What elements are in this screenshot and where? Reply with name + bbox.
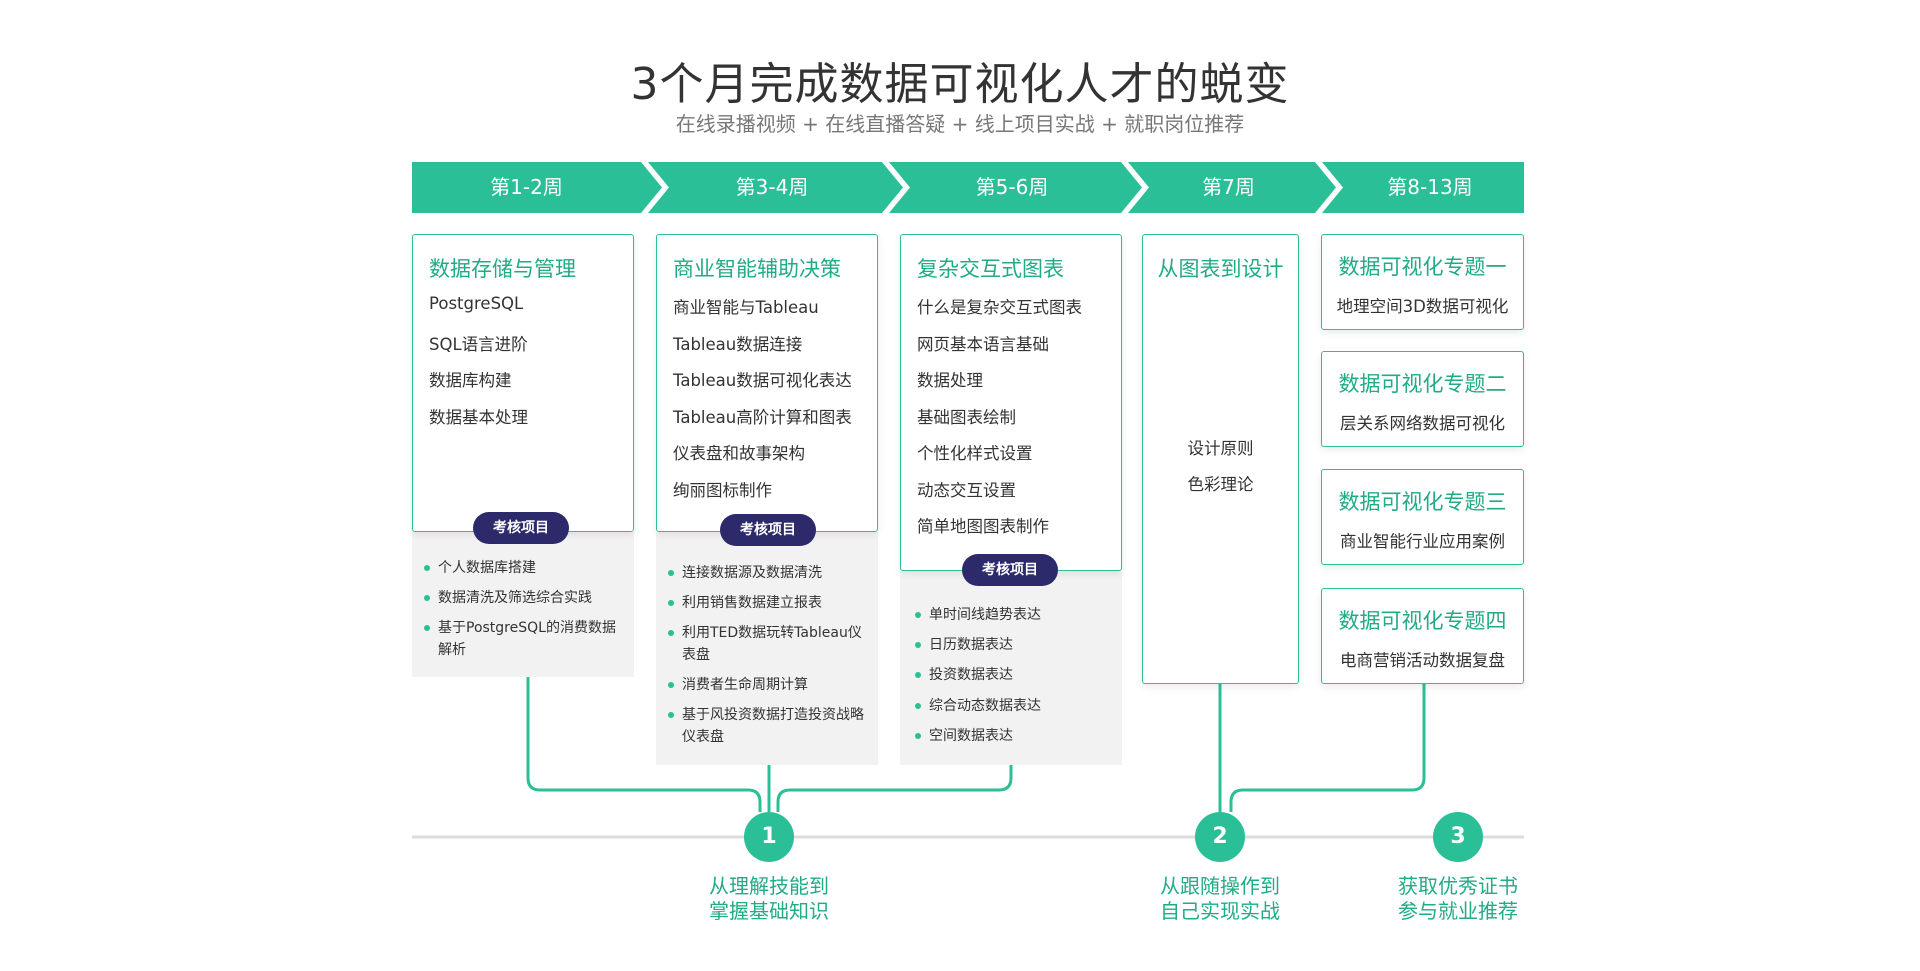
week-arrow-3 — [889, 162, 1142, 213]
module-item: 数据基本处理 — [429, 408, 528, 427]
module-item: 动态交互设置 — [917, 481, 1016, 500]
topic-card-3: 数据可视化专题三 商业智能行业应用案例 — [1321, 469, 1524, 565]
module-item: 仪表盘和故事架构 — [673, 444, 805, 463]
project-item: 利用TED数据玩转Tableau仪表盘 — [668, 622, 867, 666]
project-item: 消费者生命周期计算 — [668, 674, 867, 696]
milestone-line: 自己实现实战 — [1160, 899, 1280, 923]
week-timeline-bar: 第1-2周 第3-4周 第5-6周 第7周 第8-13周 — [412, 162, 1524, 213]
milestone-circle-2: 2 — [1195, 812, 1245, 862]
milestone-caption-3: 获取优秀证书 参与就业推荐 — [1353, 874, 1563, 924]
project-panel-3 — [900, 571, 1122, 765]
project-item: 数据清洗及筛选综合实践 — [424, 587, 623, 609]
milestone-caption-1: 从理解技能到 掌握基础知识 — [664, 874, 874, 924]
project-item-text: 日历数据表达 — [929, 637, 1013, 653]
project-badge-3: 考核项目 — [962, 554, 1058, 586]
module-item: Tableau高阶计算和图表 — [673, 408, 852, 427]
topic-desc: 层关系网络数据可视化 — [1340, 414, 1505, 433]
milestone-line: 获取优秀证书 — [1398, 874, 1518, 898]
module-item: 绚丽图标制作 — [673, 481, 772, 500]
project-item: 单时间线趋势表达 — [915, 604, 1114, 626]
project-item: 日历数据表达 — [915, 634, 1114, 656]
module-item: Tableau数据可视化表达 — [673, 371, 852, 390]
project-badge-1: 考核项目 — [473, 512, 569, 544]
project-item: 投资数据表达 — [915, 664, 1114, 686]
project-panel-1 — [412, 532, 634, 677]
topic-desc: 商业智能行业应用案例 — [1340, 532, 1505, 551]
week-arrow-5 — [1322, 162, 1524, 213]
week-label-1: 第1-2周 — [490, 175, 563, 199]
module-item: 设计原则 — [1187, 439, 1254, 458]
milestone-line: 从跟随操作到 — [1160, 874, 1280, 898]
module-item: 个性化样式设置 — [917, 444, 1033, 463]
project-item-text: 利用TED数据玩转Tableau仪表盘 — [682, 625, 862, 663]
topic-desc: 电商营销活动数据复盘 — [1340, 651, 1505, 670]
page-subtitle: 在线录播视频 + 在线直播答疑 + 线上项目实战 + 就职岗位推荐 — [675, 112, 1245, 136]
milestone-circle-1: 1 — [744, 812, 794, 862]
project-item: 连接数据源及数据清洗 — [668, 562, 867, 584]
topic-desc: 地理空间3D数据可视化 — [1336, 297, 1509, 316]
module-card-4: 从图表到设计 设计原则 色彩理论 — [1142, 234, 1299, 684]
milestone-circle-3: 3 — [1433, 812, 1483, 862]
module-card-1: 数据存储与管理 PostgreSQL SQL语言进阶 数据库构建 数据基本处理 — [412, 234, 634, 532]
page-title: 3个月完成数据可视化人才的蜕变 — [630, 59, 1290, 110]
module-title-2: 商业智能辅助决策 — [673, 257, 841, 281]
project-item: 个人数据库搭建 — [424, 557, 623, 579]
topic-card-1: 数据可视化专题一 地理空间3D数据可视化 — [1321, 234, 1524, 330]
week-arrow-4 — [1128, 162, 1336, 213]
module-card-2: 商业智能辅助决策 商业智能与Tableau Tableau数据连接 Tablea… — [656, 234, 878, 532]
project-item: 空间数据表达 — [915, 725, 1114, 747]
module-item: SQL语言进阶 — [429, 335, 528, 354]
topic-title: 数据可视化专题二 — [1338, 372, 1507, 396]
project-item-text: 消费者生命周期计算 — [682, 677, 808, 693]
project-item-text: 基于风投资数据打造投资战略仪表盘 — [682, 707, 864, 745]
module-title-3: 复杂交互式图表 — [917, 257, 1064, 281]
topic-title: 数据可视化专题三 — [1338, 490, 1507, 514]
module-item: 简单地图图表制作 — [917, 517, 1049, 536]
module-title-1: 数据存储与管理 — [429, 257, 576, 281]
project-panel-2 — [656, 532, 878, 765]
milestone-caption-2: 从跟随操作到 自己实现实战 — [1115, 874, 1325, 924]
week-arrow-1 — [412, 162, 662, 213]
module-item: Tableau数据连接 — [673, 335, 803, 354]
topic-card-4: 数据可视化专题四 电商营销活动数据复盘 — [1321, 588, 1524, 684]
project-item: 基于PostgreSQL的消费数据解析 — [424, 617, 623, 661]
project-item-text: 综合动态数据表达 — [929, 698, 1041, 714]
milestone-line: 从理解技能到 — [709, 874, 829, 898]
topic-card-2: 数据可视化专题二 层关系网络数据可视化 — [1321, 351, 1524, 447]
project-item: 综合动态数据表达 — [915, 695, 1114, 717]
project-item-text: 空间数据表达 — [929, 728, 1013, 744]
module-item: 基础图表绘制 — [917, 408, 1016, 427]
project-item-text: 数据清洗及筛选综合实践 — [438, 590, 592, 606]
module-item: 什么是复杂交互式图表 — [917, 298, 1082, 317]
milestone-line: 参与就业推荐 — [1398, 899, 1518, 923]
project-badge-2: 考核项目 — [720, 514, 816, 546]
milestone-line: 掌握基础知识 — [709, 899, 829, 923]
project-item-text: 基于PostgreSQL的消费数据解析 — [438, 620, 616, 658]
project-item-text: 个人数据库搭建 — [438, 560, 536, 576]
topic-title: 数据可视化专题四 — [1338, 609, 1507, 633]
module-item: 数据处理 — [917, 371, 983, 390]
week-arrow-2 — [648, 162, 903, 213]
week-label-5: 第8-13周 — [1387, 175, 1473, 199]
module-item: 网页基本语言基础 — [917, 335, 1049, 354]
project-item: 利用销售数据建立报表 — [668, 592, 867, 614]
project-item-text: 投资数据表达 — [929, 667, 1013, 683]
module-item: 数据库构建 — [429, 371, 512, 390]
project-item-text: 利用销售数据建立报表 — [682, 595, 822, 611]
week-label-3: 第5-6周 — [975, 175, 1049, 199]
project-item: 基于风投资数据打造投资战略仪表盘 — [668, 704, 867, 748]
module-item: 色彩理论 — [1187, 475, 1254, 494]
module-title-4: 从图表到设计 — [1157, 257, 1284, 281]
module-item: PostgreSQL — [429, 294, 524, 313]
project-item-text: 单时间线趋势表达 — [929, 607, 1041, 623]
week-arrows-shape — [412, 162, 1524, 213]
week-label-2: 第3-4周 — [735, 175, 809, 199]
project-item-text: 连接数据源及数据清洗 — [682, 565, 822, 581]
module-card-3: 复杂交互式图表 什么是复杂交互式图表 网页基本语言基础 数据处理 基础图表绘制 … — [900, 234, 1122, 571]
topic-title: 数据可视化专题一 — [1338, 255, 1507, 279]
module-item: 商业智能与Tableau — [673, 298, 819, 317]
week-label-4: 第7周 — [1202, 175, 1255, 199]
